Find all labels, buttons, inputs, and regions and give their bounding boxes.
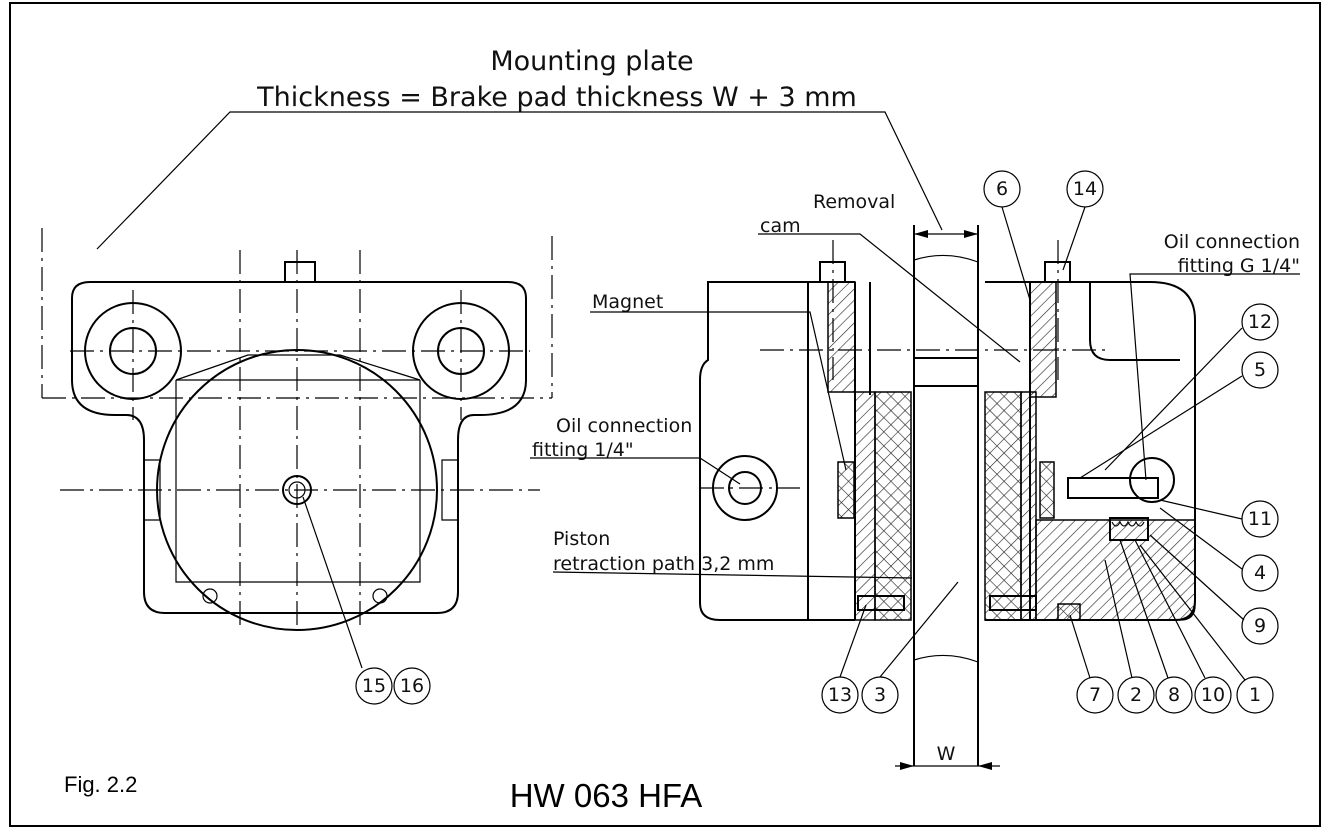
svg-text:1: 1 [1249, 684, 1261, 706]
svg-text:15: 15 [362, 675, 386, 697]
label-oil-g-2: fitting G 1/4" [1178, 255, 1300, 277]
svg-text:9: 9 [1254, 615, 1266, 637]
svg-text:16: 16 [400, 675, 424, 697]
callout-1: 1 [1236, 676, 1274, 714]
svg-text:3: 3 [874, 684, 886, 706]
label-oil-g-1: Oil connection [1164, 231, 1300, 253]
callout-3: 3 [861, 676, 899, 714]
svg-text:6: 6 [996, 178, 1008, 200]
callout-16: 16 [393, 667, 431, 705]
mounting-plate-leader [96, 111, 943, 250]
callout-5: 5 [1241, 351, 1279, 389]
svg-text:2: 2 [1130, 684, 1142, 706]
callout-10: 10 [1194, 676, 1232, 714]
callout-11: 11 [1241, 500, 1279, 538]
svg-text:7: 7 [1089, 684, 1101, 706]
svg-text:13: 13 [828, 684, 852, 706]
callout-4: 4 [1241, 554, 1279, 592]
title-line-1: Mounting plate [490, 46, 693, 77]
callout-12: 12 [1241, 303, 1279, 341]
callout-14: 14 [1066, 170, 1104, 208]
callout-7: 7 [1076, 676, 1114, 714]
callout-13: 13 [821, 676, 859, 714]
figure-caption: Fig. 2.2 [64, 772, 137, 797]
svg-text:5: 5 [1254, 359, 1266, 381]
label-w: W [937, 743, 956, 765]
svg-text:4: 4 [1254, 562, 1266, 584]
callout-9: 9 [1241, 607, 1279, 645]
label-magnet: Magnet [592, 291, 663, 313]
label-piston-2: retraction path 3,2 mm [553, 553, 774, 575]
svg-text:11: 11 [1248, 508, 1272, 530]
callouts: 6 14 12 5 11 4 9 1 10 8 2 7 3 13 15 16 [355, 170, 1279, 714]
label-oil-2: fitting 1/4" [532, 439, 634, 461]
svg-text:8: 8 [1168, 684, 1180, 706]
svg-text:10: 10 [1201, 684, 1225, 706]
section-view [699, 225, 1196, 770]
model-caption: HW 063 HFA [510, 777, 703, 814]
callout-15: 15 [355, 667, 393, 705]
callout-2: 2 [1117, 676, 1155, 714]
callout-6: 6 [983, 170, 1021, 208]
svg-text:14: 14 [1073, 178, 1097, 200]
callout-8: 8 [1155, 676, 1193, 714]
label-removal-cam-1: Removal [813, 191, 895, 213]
drawing-frame [9, 2, 1321, 827]
label-oil-1: Oil connection [556, 415, 692, 437]
label-piston-1: Piston [553, 528, 610, 550]
label-removal-cam-2: cam [760, 215, 801, 237]
front-view [41, 228, 553, 669]
svg-text:12: 12 [1248, 311, 1272, 333]
title-line-2: Thickness = Brake pad thickness W + 3 mm [256, 82, 857, 113]
